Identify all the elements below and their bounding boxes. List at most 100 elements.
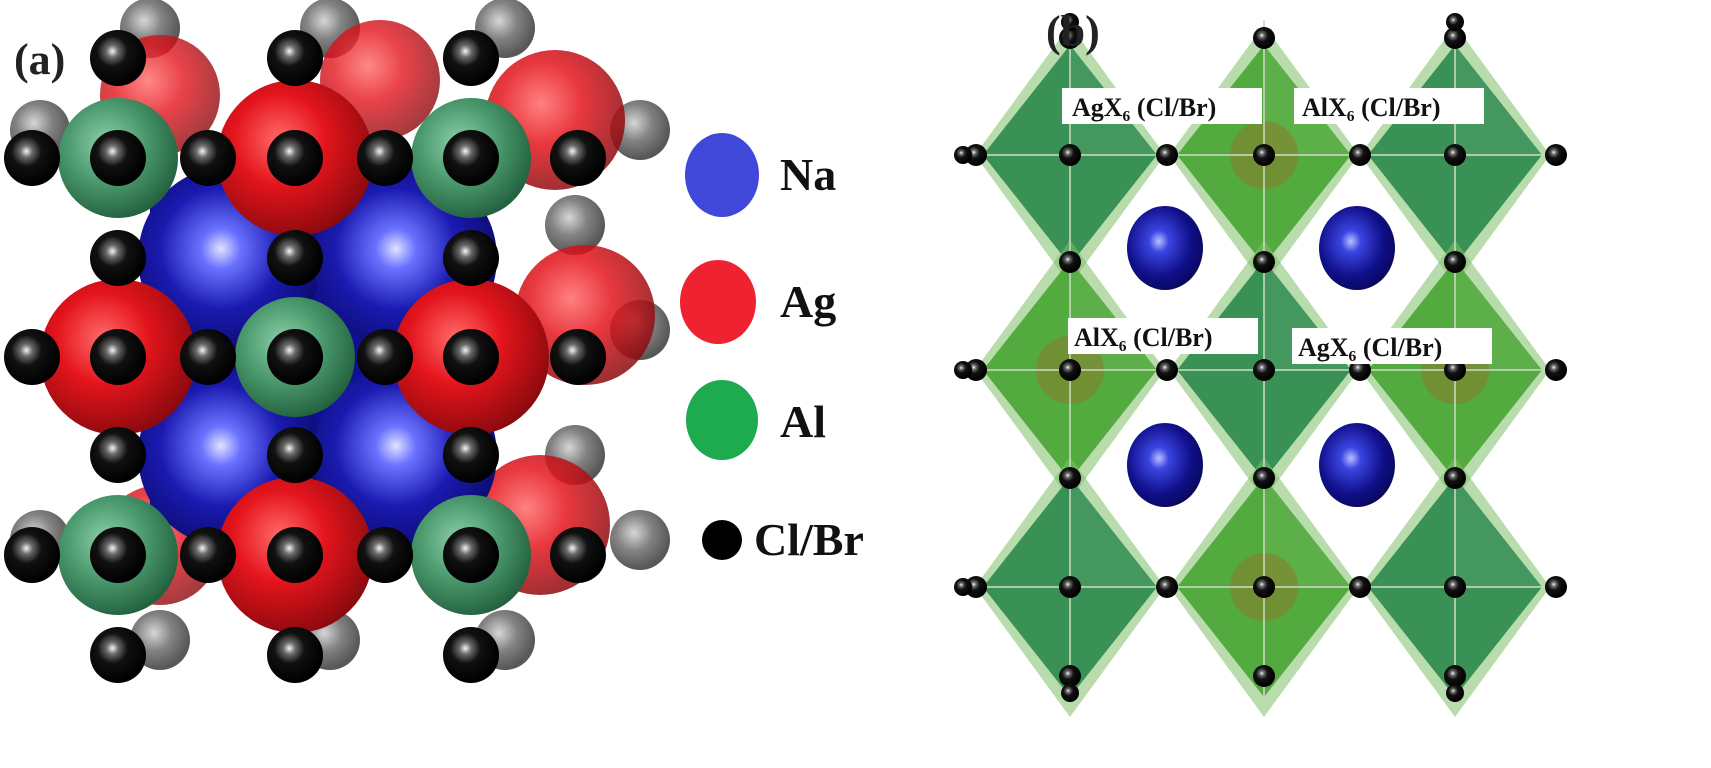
halide-atom	[443, 230, 499, 286]
halide-atom	[1349, 359, 1371, 381]
halide-atom	[1059, 27, 1081, 49]
na-atom	[1127, 423, 1203, 507]
halide-atom-back	[610, 510, 670, 570]
halide-atom	[1059, 467, 1081, 489]
halide-atom-back	[610, 100, 670, 160]
octahedron-highlight	[1455, 477, 1542, 587]
panel-b-na-layer	[1127, 206, 1395, 507]
halide-atom	[443, 30, 499, 86]
halide-atom	[550, 130, 606, 186]
legend-label-ag: Ag	[780, 276, 836, 327]
halide-atom	[954, 146, 972, 164]
halide-atom	[1061, 13, 1079, 31]
halide-atom	[1059, 251, 1081, 273]
legend-label-cl-br: Cl/Br	[754, 514, 864, 565]
halide-atom	[1253, 251, 1275, 273]
halide-atom	[267, 329, 323, 385]
halide-atom	[1444, 144, 1466, 166]
halide-atom	[1059, 576, 1081, 598]
halide-atom	[1545, 576, 1567, 598]
halide-atom	[4, 130, 60, 186]
halide-atom	[267, 527, 323, 583]
label-alx6-top-right-text: AlX₆ (Cl/Br)	[1302, 93, 1441, 122]
legend-item-cl-br: Cl/Br	[702, 514, 864, 565]
halide-atom	[954, 578, 972, 596]
halide-atom	[357, 527, 413, 583]
legend-swatch-na	[685, 133, 759, 217]
agx6-octahedron	[1360, 457, 1550, 717]
label-alx6-mid-left: AlX₆ (Cl/Br)	[1068, 318, 1258, 354]
legend-label-al: Al	[780, 396, 826, 447]
panel-a-crystal-view	[4, 0, 670, 683]
halide-atom	[1446, 684, 1464, 702]
halide-atom	[1156, 144, 1178, 166]
halide-atom	[1444, 467, 1466, 489]
halide-atom	[4, 329, 60, 385]
halide-atom	[1349, 144, 1371, 166]
halide-atom	[1444, 27, 1466, 49]
halide-atom	[90, 627, 146, 683]
halide-atom	[965, 144, 987, 166]
halide-atom	[1446, 13, 1464, 31]
halide-atom	[1253, 467, 1275, 489]
halide-atom	[1444, 251, 1466, 273]
label-agx6-top-left: AgX₆ (Cl/Br)	[1062, 88, 1262, 124]
halide-atom	[267, 427, 323, 483]
halide-atom	[267, 30, 323, 86]
label-agx6-mid-right: AgX₆ (Cl/Br)	[1292, 328, 1492, 364]
octahedron-highlight	[1070, 477, 1157, 587]
halide-atom	[550, 329, 606, 385]
panel-b-octahedra-view: AgX₆ (Cl/Br) AlX₆ (Cl/Br) AlX₆ (Cl/Br) A…	[954, 13, 1567, 717]
panel-b-halide-layer	[954, 13, 1567, 702]
legend-swatch-al	[686, 380, 758, 460]
panel-a-label: (a)	[14, 35, 65, 84]
label-agx6-mid-right-text: AgX₆ (Cl/Br)	[1298, 333, 1442, 362]
halide-atom	[1253, 359, 1275, 381]
halide-atom	[1253, 27, 1275, 49]
label-alx6-top-right: AlX₆ (Cl/Br)	[1294, 88, 1484, 124]
legend-swatch-ag	[680, 260, 756, 344]
halide-atom	[180, 130, 236, 186]
halide-atom	[267, 130, 323, 186]
na-atom	[1319, 423, 1395, 507]
ag-atom-back	[515, 245, 655, 385]
panel-b-labels-layer: AgX₆ (Cl/Br) AlX₆ (Cl/Br) AlX₆ (Cl/Br) A…	[1062, 88, 1492, 364]
halide-atom	[4, 527, 60, 583]
halide-atom	[1444, 665, 1466, 687]
halide-atom	[1156, 359, 1178, 381]
halide-atom	[180, 329, 236, 385]
legend-swatch-cl-br	[702, 520, 742, 560]
halide-atom	[1444, 359, 1466, 381]
halide-atom	[1545, 359, 1567, 381]
halide-atom	[90, 130, 146, 186]
halide-atom	[1444, 576, 1466, 598]
halide-atom	[1059, 359, 1081, 381]
octahedron-highlight	[1264, 477, 1351, 587]
halide-atom	[1253, 665, 1275, 687]
legend-label-na: Na	[780, 149, 836, 200]
halide-atom	[1545, 144, 1567, 166]
panel-a-halide-layer	[4, 30, 606, 683]
octahedron-highlight	[1455, 45, 1542, 155]
halide-atom	[1059, 144, 1081, 166]
halide-atom	[1349, 576, 1371, 598]
halide-atom	[550, 527, 606, 583]
halide-atom	[443, 527, 499, 583]
halide-atom	[90, 230, 146, 286]
halide-atom	[1253, 576, 1275, 598]
label-alx6-mid-left-text: AlX₆ (Cl/Br)	[1074, 323, 1213, 352]
halide-atom	[1253, 144, 1275, 166]
halide-atom	[1059, 665, 1081, 687]
label-agx6-top-left-text: AgX₆ (Cl/Br)	[1072, 93, 1216, 122]
halide-atom	[965, 359, 987, 381]
legend-item-na: Na	[685, 133, 836, 217]
halide-atom	[1061, 684, 1079, 702]
halide-atom-back	[545, 195, 605, 255]
halide-atom	[267, 627, 323, 683]
halide-atom	[90, 329, 146, 385]
halide-atom	[90, 30, 146, 86]
halide-atom	[1156, 576, 1178, 598]
legend-item-al: Al	[686, 380, 826, 460]
